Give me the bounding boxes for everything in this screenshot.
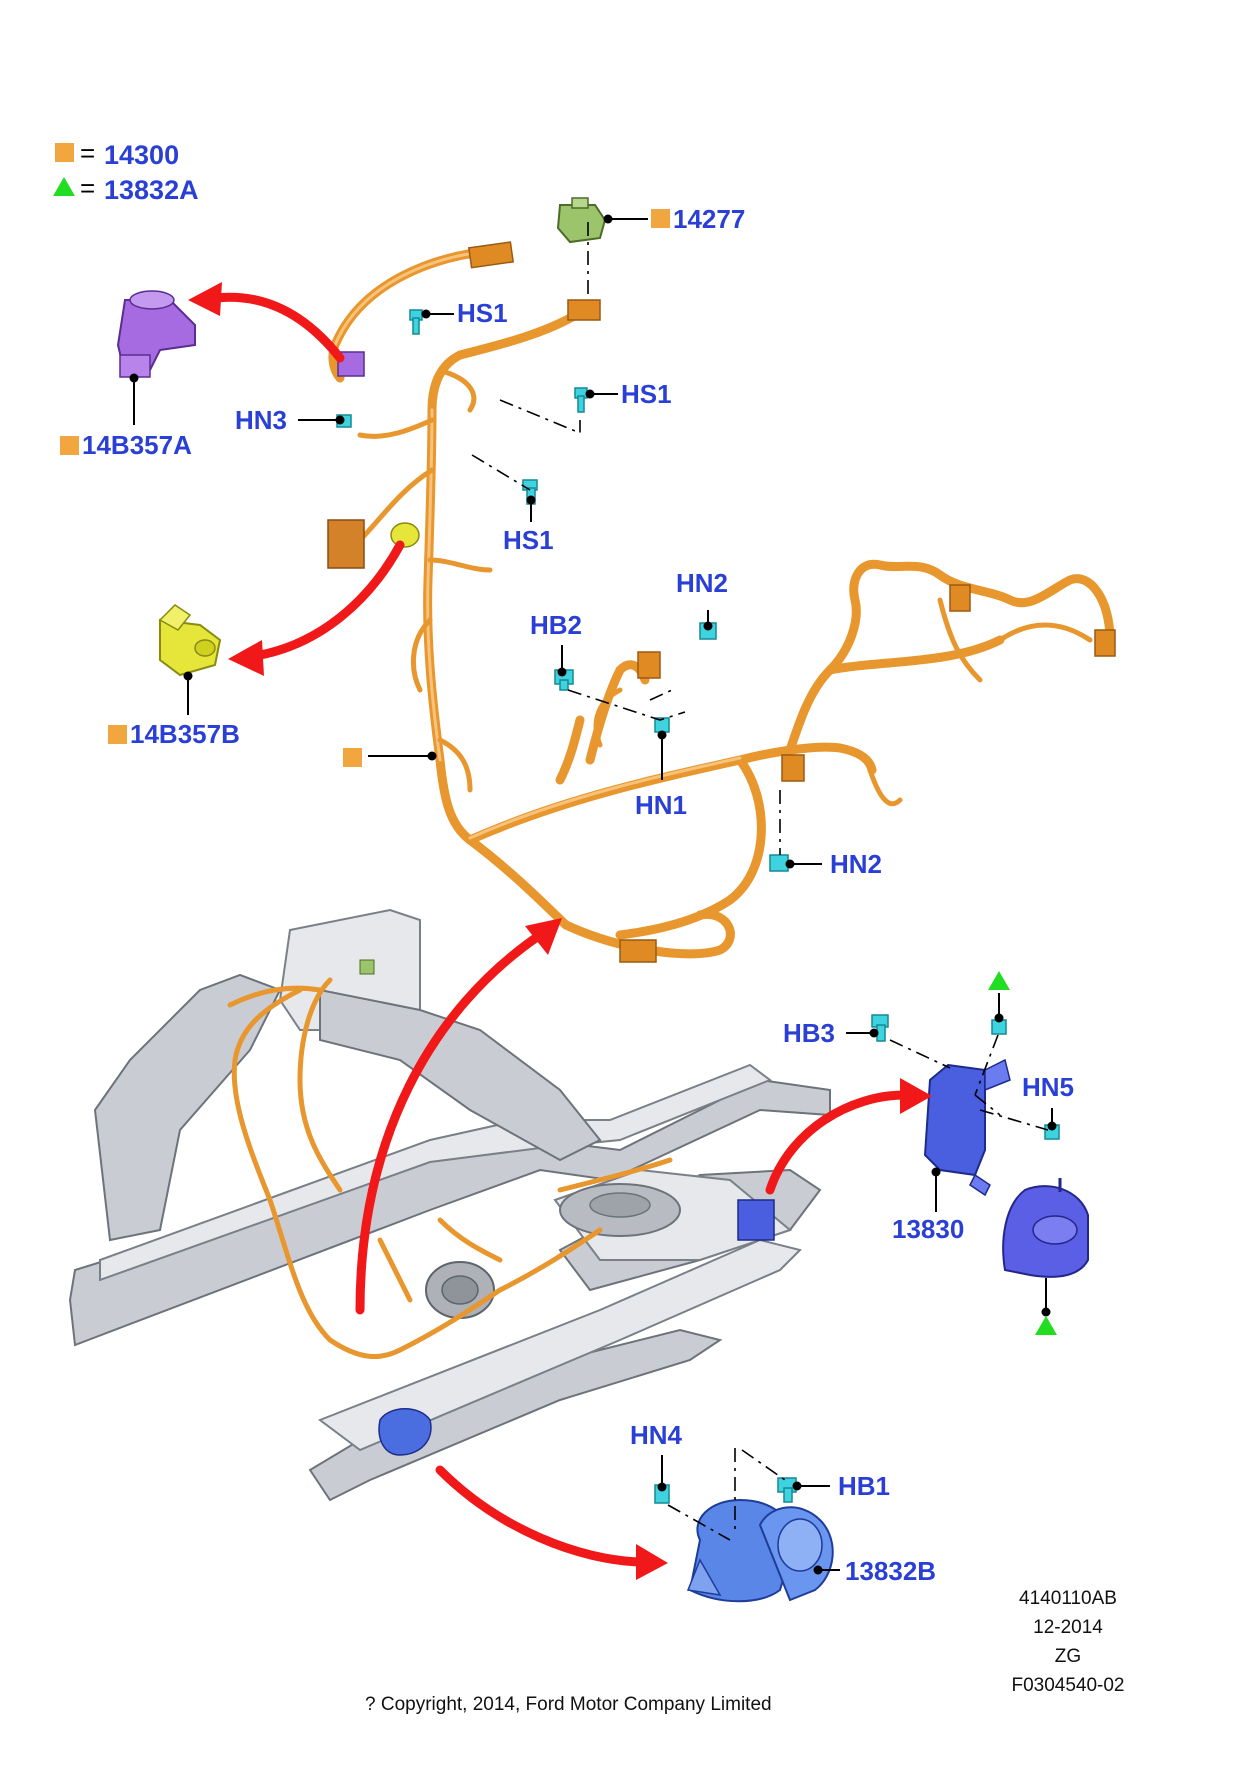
wiring-harness xyxy=(327,241,1116,963)
legend: = 14300 = 13832A xyxy=(53,138,199,205)
fastener-hs1-mid-icon xyxy=(574,387,588,413)
legend-triangle-ref: 13832A xyxy=(104,175,199,205)
vehicle-frame xyxy=(68,908,831,1502)
horn-13832b xyxy=(686,1498,834,1603)
document-info: 4140110AB 12-2014 ZG F0304540-02 ? Copyr… xyxy=(365,1588,1125,1715)
label-hn5: HN5 xyxy=(1022,1072,1074,1102)
label-13832b: 13832B xyxy=(845,1556,936,1586)
label-14b357b: 14B357B xyxy=(130,719,240,749)
triangle-marker-top-icon xyxy=(988,971,1010,990)
triangle-marker-bottom-icon xyxy=(1035,1316,1057,1335)
legend-equals: = xyxy=(80,138,95,168)
illustration-number: 4140110AB xyxy=(1019,1588,1117,1609)
label-hn2-low: HN2 xyxy=(830,849,882,879)
illustration-code: ZG xyxy=(1055,1646,1081,1667)
label-hs1-low: HS1 xyxy=(503,525,554,555)
square-marker-14b357b-icon xyxy=(108,725,127,744)
bracket-13830 xyxy=(923,1058,1011,1197)
label-13830: 13830 xyxy=(892,1214,964,1244)
square-marker-14b357a-icon xyxy=(60,436,79,455)
illustration-date: 12-2014 xyxy=(1033,1617,1103,1638)
label-hn1: HN1 xyxy=(635,790,687,820)
fastener-hs1-top-icon xyxy=(409,309,423,335)
legend-square-ref: 14300 xyxy=(104,140,179,170)
fastener-hn2-low-icon xyxy=(769,854,789,872)
connector-14b357b xyxy=(158,604,222,677)
label-14277: 14277 xyxy=(673,204,745,234)
label-hb3: HB3 xyxy=(783,1018,835,1048)
horn-13832a xyxy=(1002,1178,1089,1278)
label-hb1: HB1 xyxy=(838,1471,890,1501)
callout-leaders xyxy=(60,209,1057,1575)
callout-labels: 14277 HS1 HS1 HS1 HN3 14B357A 14B357B HN… xyxy=(82,204,1074,1586)
legend-square-icon xyxy=(55,143,74,162)
label-hs1-mid: HS1 xyxy=(621,379,672,409)
sensor-14277 xyxy=(556,197,607,244)
square-marker-14277-icon xyxy=(651,209,670,228)
fastener-hb1-icon xyxy=(777,1477,797,1503)
fastener-hb3-icon xyxy=(871,1014,889,1042)
connector-14b357a xyxy=(116,290,196,378)
label-hn4: HN4 xyxy=(630,1420,683,1450)
callout-arrows xyxy=(188,282,932,1580)
label-14b357a: 14B357A xyxy=(82,430,192,460)
legend-triangle-icon xyxy=(53,177,75,196)
label-hn3: HN3 xyxy=(235,405,287,435)
label-hb2: HB2 xyxy=(530,610,582,640)
copyright-notice: ? Copyright, 2014, Ford Motor Company Li… xyxy=(365,1694,772,1715)
legend-equals: = xyxy=(80,173,95,203)
assembly-lines xyxy=(471,222,1049,1541)
figure-number: F0304540-02 xyxy=(1011,1675,1124,1696)
square-marker-harness-icon xyxy=(343,748,362,767)
label-hs1-top: HS1 xyxy=(457,298,508,328)
label-hn2-top: HN2 xyxy=(676,568,728,598)
